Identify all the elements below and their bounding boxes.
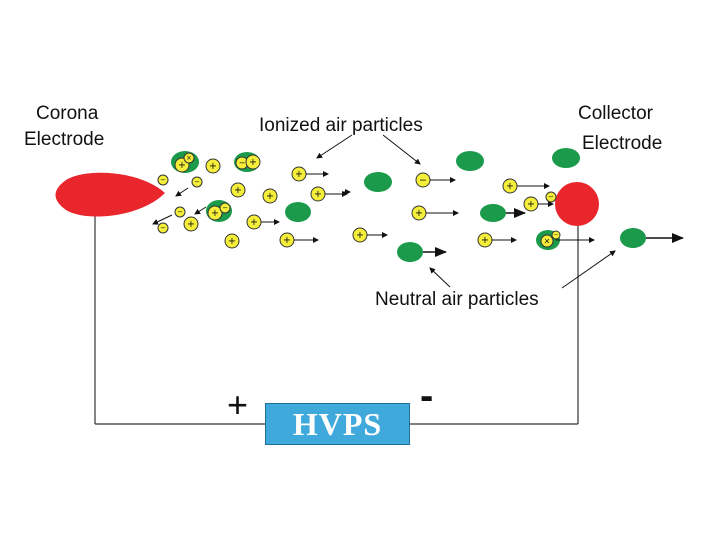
corona-electrode — [55, 172, 165, 217]
svg-text:×: × — [186, 154, 192, 162]
pos-ion-13: + — [502, 178, 550, 194]
cluster-top-right-ion-1: + — [245, 154, 261, 170]
corona-label-line1: Corona — [36, 103, 99, 124]
svg-text:−: − — [160, 176, 166, 184]
hvps-label: HVPS — [292, 405, 383, 442]
svg-text:+: + — [266, 191, 274, 202]
svg-text:−: − — [548, 193, 554, 201]
svg-text:+: + — [506, 181, 514, 192]
cluster-near-collector-ion-0: × — [540, 234, 554, 248]
pos-ion-7: + — [291, 166, 329, 182]
neg-arrow-3 — [194, 206, 207, 215]
hvps-box: HVPS — [265, 403, 410, 445]
cluster-top-right-ion-0: − — [235, 156, 249, 170]
neutral-particles-label: Neutral air particles — [375, 289, 539, 310]
collector-label-line1: Collector — [578, 103, 653, 124]
neutral-1 — [285, 202, 311, 222]
svg-text:+: + — [234, 185, 242, 196]
corona-label-line2: Electrode — [24, 129, 105, 150]
svg-text:−: − — [160, 224, 166, 232]
svg-text:×: × — [544, 236, 551, 246]
cluster-near-collector-ion-1: − — [551, 230, 561, 240]
neg-ion-3: − — [174, 206, 186, 218]
svg-text:+: + — [187, 219, 195, 230]
particles-layer: +×−++−−−−−++++++++++−++++×−− — [152, 148, 684, 262]
cluster-top-left-ion-1: × — [183, 152, 195, 164]
pos-ion-8: + — [310, 186, 348, 202]
collector-label-line2: Electrode — [582, 133, 663, 154]
svg-text:+: + — [249, 157, 257, 168]
svg-text:+: + — [250, 217, 258, 228]
ionized-particles-label: Ionized air particles — [259, 115, 423, 136]
negative-terminal-sign: - — [420, 374, 434, 418]
neutral-2 — [364, 172, 392, 192]
svg-text:+: + — [527, 199, 535, 210]
pos-ion-12: + — [477, 232, 517, 248]
pos-ion-6: + — [224, 233, 240, 249]
svg-text:+: + — [228, 236, 236, 247]
pos-ion-5: + — [183, 216, 199, 232]
svg-text:−: − — [239, 158, 246, 168]
ionized-pointer-right — [382, 134, 421, 165]
svg-text:−: − — [222, 204, 228, 212]
svg-text:+: + — [283, 235, 291, 246]
neg-arrow-2 — [152, 214, 173, 225]
neutral-5 — [480, 204, 526, 222]
neutral-4 — [456, 151, 484, 171]
svg-text:−: − — [194, 178, 200, 186]
pos-ion-11: + — [411, 205, 459, 221]
positive-terminal-sign: + — [227, 384, 249, 425]
pos-ion-14: + — [523, 196, 554, 212]
svg-text:+: + — [356, 230, 364, 241]
neutral-3 — [397, 242, 447, 262]
neg-ion-6: − — [545, 191, 557, 203]
collector-electrode — [555, 182, 599, 226]
pos-ion-10: + — [352, 227, 388, 243]
svg-text:+: + — [415, 208, 423, 219]
neutral-pointer-right — [561, 250, 616, 289]
neg-ion-5: − — [415, 172, 456, 188]
label-pointers — [316, 134, 616, 289]
neutral-7 — [620, 228, 684, 248]
neutral-pointer-left — [429, 267, 451, 288]
pos-ion-2: + — [230, 182, 246, 198]
neg-ion-1: − — [191, 176, 203, 188]
svg-text:+: + — [209, 161, 217, 172]
neutral-6 — [552, 148, 580, 168]
svg-text:+: + — [481, 235, 489, 246]
svg-text:−: − — [419, 175, 427, 186]
svg-text:+: + — [295, 169, 303, 180]
neg-ion-4: − — [157, 222, 169, 234]
pos-ion-9: + — [279, 232, 319, 248]
neg-ion-2: − — [157, 174, 169, 186]
ionized-pointer-left — [316, 134, 353, 159]
svg-text:+: + — [178, 160, 186, 171]
pos-ion-1: + — [205, 158, 221, 174]
svg-text:+: + — [211, 208, 219, 219]
svg-text:−: − — [177, 208, 183, 216]
cluster-middle-ion-0: + — [207, 205, 223, 221]
pos-ion-3: + — [246, 214, 280, 230]
cluster-middle-ion-1: − — [219, 202, 231, 214]
circuit-wires — [94, 215, 579, 425]
svg-text:−: − — [554, 233, 559, 239]
pos-ion-4: + — [262, 188, 278, 204]
neg-arrow-1 — [175, 187, 189, 197]
svg-text:+: + — [314, 189, 322, 200]
